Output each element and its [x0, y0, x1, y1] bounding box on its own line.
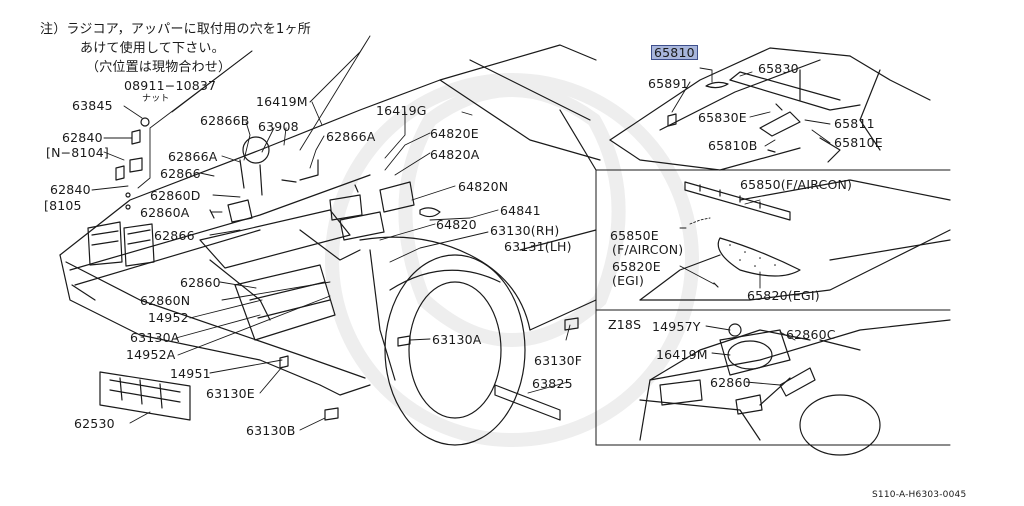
part-label-62860-inset[interactable]: 62860 — [710, 375, 751, 390]
part-label-62530[interactable]: 62530 — [74, 416, 115, 431]
part-label-16419m-top[interactable]: 16419M — [256, 94, 308, 109]
part-label-62866a-left[interactable]: 62866A — [168, 149, 218, 164]
car-body-outline — [59, 44, 601, 446]
part-label-65820-egi[interactable]: 65820(EGI) — [747, 288, 820, 303]
part-label-62860[interactable]: 62860 — [180, 275, 221, 290]
part-label-63131lh[interactable]: 63131(LH) — [504, 239, 572, 254]
part-label-65820e[interactable]: 65820E — [612, 259, 661, 274]
part-label-egi: (EGI) — [612, 273, 645, 288]
part-label-62866a-top[interactable]: 62866A — [326, 129, 376, 144]
note-line-1: 注）ラジコア，アッパーに取付用の穴を1ヶ所 — [40, 22, 311, 37]
part-label-14951[interactable]: 14951 — [170, 366, 211, 381]
inset-frames — [595, 169, 951, 446]
note-line-3: （穴位置は現物合わせ） — [86, 60, 232, 75]
part-label-65850-faircon[interactable]: 65850(F/AIRCON) — [740, 177, 853, 192]
part-label-14952a[interactable]: 14952A — [126, 347, 176, 362]
part-label-65810b[interactable]: 65810B — [708, 138, 758, 153]
part-label-65810e[interactable]: 65810E — [834, 135, 883, 150]
part-label-64820n[interactable]: 64820N — [458, 179, 509, 194]
part-label-nut: ナット — [142, 94, 170, 104]
part-label-63130b[interactable]: 63130B — [246, 423, 296, 438]
part-label-65830e[interactable]: 65830E — [698, 110, 747, 125]
leader-lines-engine — [705, 325, 796, 386]
part-label-63825[interactable]: 63825 — [532, 376, 573, 391]
part-label-16419m-inset[interactable]: 16419M — [656, 347, 708, 362]
part-label-64820e[interactable]: 64820E — [430, 126, 479, 141]
aircon-inset — [639, 179, 951, 301]
part-label-64841[interactable]: 64841 — [500, 203, 541, 218]
part-label-63130a-left[interactable]: 63130A — [130, 330, 180, 345]
part-label-62866-b[interactable]: 62866 — [154, 228, 195, 243]
part-label-62866-a[interactable]: 62866 — [160, 166, 201, 181]
part-label-14952[interactable]: 14952 — [148, 310, 189, 325]
part-label-64820[interactable]: 64820 — [436, 217, 477, 232]
leader-lines-aircon — [679, 199, 761, 289]
part-label-14957y[interactable]: 14957Y — [652, 319, 701, 334]
part-label-63130f[interactable]: 63130F — [534, 353, 583, 368]
part-label-63130a-right[interactable]: 63130A — [432, 332, 482, 347]
part-label-62860a[interactable]: 62860A — [140, 205, 190, 220]
aircon-dots — [729, 244, 776, 267]
note-line-2: あけて使用して下さい。 — [80, 41, 225, 56]
part-label-62860d[interactable]: 62860D — [150, 188, 201, 203]
part-label-16419g[interactable]: 16419G — [376, 103, 427, 118]
part-label-62866b[interactable]: 62866B — [200, 113, 250, 128]
part-label-63130e[interactable]: 63130E — [206, 386, 255, 401]
part-label-65891[interactable]: 65891 — [648, 76, 689, 91]
part-label-65811[interactable]: 65811 — [834, 116, 875, 131]
part-label-63130rh[interactable]: 63130(RH) — [490, 223, 560, 238]
part-label-63908[interactable]: 63908 — [258, 119, 299, 134]
part-label-n8104: [N−8104] — [46, 145, 109, 160]
part-label-8105: [8105 — [44, 198, 82, 213]
hood-view — [609, 47, 931, 171]
part-label-62860n[interactable]: 62860N — [140, 293, 191, 308]
engine-inset — [639, 319, 951, 456]
leader-lines-main — [91, 35, 571, 431]
inset-title-z18s: Z18S — [608, 317, 642, 332]
part-label-62840-a[interactable]: 62840 — [62, 130, 103, 145]
part-label-65830[interactable]: 65830 — [758, 61, 799, 76]
part-label-65810-highlighted[interactable]: 65810 — [651, 45, 698, 60]
part-label-62840-b[interactable]: 62840 — [50, 182, 91, 197]
part-label-faircon: (F/AIRCON) — [612, 242, 684, 257]
part-label-65850e[interactable]: 65850E — [610, 228, 659, 243]
part-label-63845[interactable]: 63845 — [72, 98, 113, 113]
watermark-emblem — [325, 73, 699, 447]
diagram-code: S110-A-H6303-0045 — [872, 490, 967, 500]
part-label-08911-10837[interactable]: 08911−10837 — [124, 78, 217, 93]
leader-lines-hood — [671, 67, 831, 147]
part-label-62860c[interactable]: 62860C — [786, 327, 836, 342]
part-label-64820a[interactable]: 64820A — [430, 147, 480, 162]
